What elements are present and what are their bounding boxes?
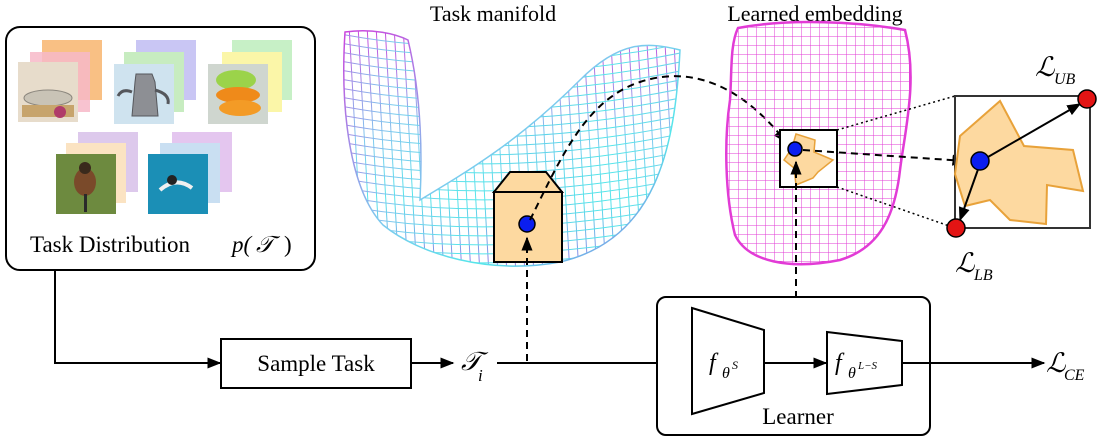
teapot-card [114, 40, 196, 124]
loss-ce-symbol: ℒ [1046, 348, 1066, 379]
manifold-mesh-line [465, 30, 481, 267]
manifold-mesh-line [343, 113, 680, 138]
loss-ce-subscript: CE [1064, 367, 1085, 384]
manifold-mesh-line [438, 30, 454, 267]
loss-ub-subscript: UB [1054, 71, 1076, 88]
task-distribution-label: Task Distribution [30, 232, 191, 257]
upper-bound-point [1077, 89, 1097, 109]
task-manifold-title: Task manifold [430, 1, 556, 26]
lower-bound-point [946, 218, 966, 238]
shared-encoder-block [691, 306, 765, 416]
loss-lb-symbol: ℒ [955, 248, 975, 279]
loss-lb-subscript: LB [973, 267, 993, 284]
l-minus-s-superscript: L−S [857, 360, 878, 372]
upper-bound-arrow [980, 103, 1082, 162]
f-symbol-1: f [709, 350, 719, 376]
manifold-mesh-line [343, 86, 680, 111]
manifold-mesh-line [672, 30, 680, 267]
bird-card [56, 132, 138, 214]
zoom-connector-top [836, 95, 956, 131]
task-specific-block [826, 330, 903, 396]
manifold-mesh-line [343, 140, 680, 165]
sample-task-box [220, 338, 412, 389]
f-symbol-2: f [835, 350, 845, 376]
manifold-mesh-line [357, 30, 373, 267]
manifold-mesh-line [375, 30, 391, 267]
flow-arrow-to-sample [54, 270, 222, 369]
kitchen-items-card [18, 40, 102, 122]
learner-label: Learner [762, 404, 834, 429]
task-index: i [478, 366, 483, 385]
close-paren: ) [284, 232, 292, 257]
manifold-mesh-line [429, 30, 445, 267]
manifold-mesh-line [343, 68, 680, 93]
manifold-mesh-line [456, 30, 472, 267]
manifold-mesh-line [343, 122, 680, 147]
manifold-mesh-line [343, 41, 680, 66]
manifold-mesh-line [393, 30, 409, 267]
task-point-zoom [970, 151, 990, 171]
theta-symbol-2: θ [848, 365, 856, 382]
s-superscript: S [732, 358, 738, 372]
manifold-mesh-line [447, 30, 463, 267]
manifold-mesh-line [366, 30, 382, 267]
sample-task-label: Sample Task [257, 351, 375, 376]
theta-symbol-1: θ [722, 365, 730, 382]
manifold-mesh-line [343, 131, 680, 156]
zoom-connector-bottom [836, 186, 956, 229]
manifold-mesh-line [343, 149, 680, 174]
manifold-mesh-line [343, 104, 680, 129]
manifold-mesh-line [600, 30, 616, 267]
manifold-mesh-line [682, 25, 696, 275]
manifold-to-embedding-arrow [529, 75, 787, 221]
embedding-to-zoom-arrow [802, 149, 967, 166]
lower-bound-arrow [958, 160, 982, 222]
manifold-mesh-line [343, 50, 680, 75]
manifold-mesh-line [474, 30, 490, 267]
p-symbol: p( [230, 232, 253, 257]
task-point-embedding [787, 141, 803, 157]
manifold-mesh-line [343, 59, 680, 84]
task-point-manifold [518, 215, 536, 233]
manifold-mesh-line [343, 32, 680, 57]
manifold-mesh-line [343, 30, 680, 48]
orange-slices-card [208, 40, 292, 124]
diver-card [148, 132, 232, 214]
task-symbol: 𝒯 [461, 347, 489, 377]
manifold-mesh-line [343, 77, 680, 102]
manifold-mesh-line [411, 30, 427, 267]
manifold-mesh-line [420, 30, 436, 267]
loss-ub-symbol: ℒ [1035, 52, 1055, 83]
manifold-mesh-line [343, 95, 680, 120]
manifold-mesh-line [402, 30, 418, 267]
manifold-mesh-line [645, 30, 661, 267]
